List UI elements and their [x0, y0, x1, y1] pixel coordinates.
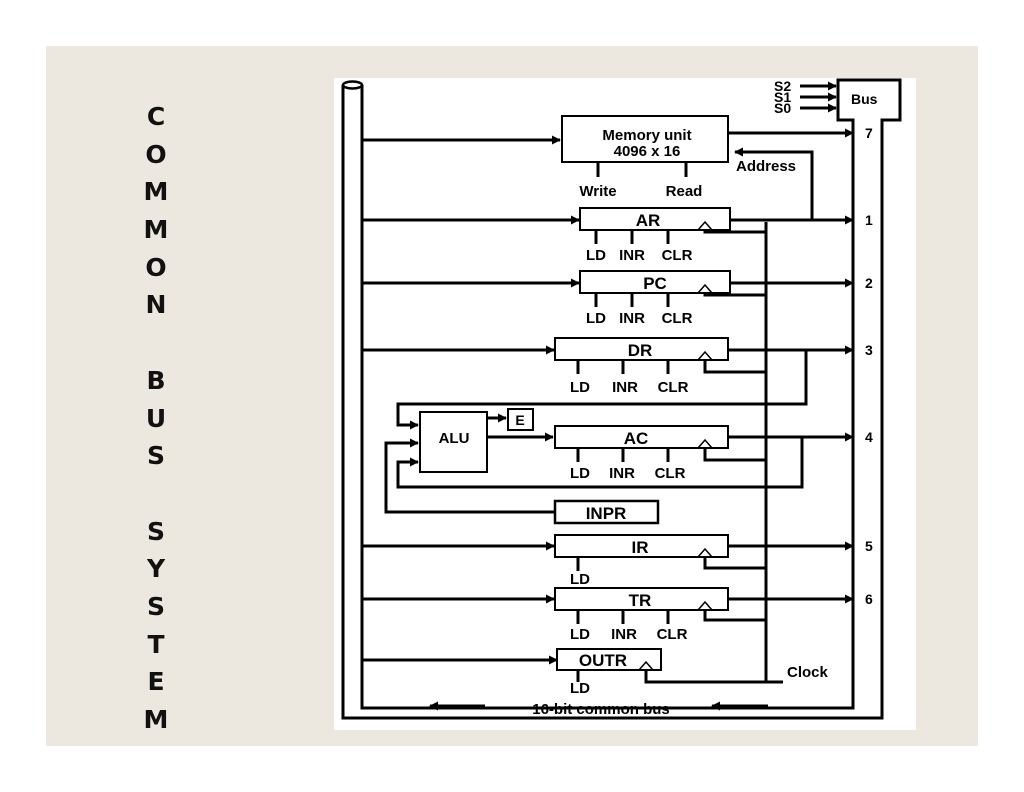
svg-text:6: 6	[865, 591, 873, 607]
title-letter: Y	[146, 554, 166, 584]
title-letter: E	[147, 667, 165, 697]
svg-text:LD: LD	[570, 571, 590, 588]
svg-text:LD: LD	[570, 626, 590, 643]
svg-text:1: 1	[865, 212, 873, 228]
svg-text:4096 x 16: 4096 x 16	[614, 143, 681, 160]
svg-text:5: 5	[865, 538, 873, 554]
svg-text:E: E	[515, 412, 524, 428]
register-dr: DR LD INR CLR	[554, 337, 729, 396]
svg-text:CLR: CLR	[657, 626, 688, 643]
title-letter: C	[146, 102, 166, 131]
title-letter: S	[146, 591, 165, 621]
svg-text:CLR: CLR	[662, 310, 693, 327]
svg-text:LD: LD	[570, 465, 590, 482]
title-letter	[132, 475, 180, 513]
svg-text:AR: AR	[636, 211, 661, 230]
svg-text:CLR: CLR	[662, 247, 693, 264]
register-outr: OUTR LD	[556, 648, 662, 697]
bus-caption: 16-bit common bus	[429, 701, 768, 718]
register-ac: AC LD INR CLR	[554, 425, 729, 482]
bus-pipe-top	[341, 80, 364, 90]
register-tr: TR LD INR CLR	[554, 587, 729, 643]
title-letter: M	[143, 705, 169, 734]
svg-text:S2: S2	[774, 78, 791, 94]
svg-text:CLR: CLR	[655, 465, 686, 482]
title-letter: T	[147, 629, 165, 659]
title-letter	[132, 324, 180, 362]
svg-text:INR: INR	[619, 310, 645, 327]
title-letter: O	[145, 252, 167, 282]
svg-text:AC: AC	[624, 429, 649, 448]
svg-text:Memory unit: Memory unit	[602, 127, 691, 144]
svg-text:ALU: ALU	[439, 430, 470, 447]
svg-text:Read: Read	[666, 183, 703, 200]
title-letter: O	[145, 139, 167, 169]
svg-text:S0: S0	[774, 100, 791, 116]
svg-text:7: 7	[865, 125, 873, 141]
bus-numbers: 7 1 2 3 4 5 6	[865, 125, 873, 607]
svg-text:INR: INR	[619, 247, 645, 264]
svg-text:LD: LD	[586, 310, 606, 327]
title-letter: M	[143, 215, 169, 245]
title-letter: S	[146, 441, 165, 471]
svg-text:CLR: CLR	[658, 379, 689, 396]
svg-text:INR: INR	[611, 626, 637, 643]
svg-text:LD: LD	[586, 247, 606, 264]
svg-text:PC: PC	[643, 274, 667, 293]
svg-text:16-bit common bus: 16-bit common bus	[532, 701, 670, 718]
svg-text:Write: Write	[579, 183, 616, 200]
register-ar: AR LD INR CLR	[579, 207, 731, 264]
svg-text:IR: IR	[632, 538, 649, 557]
bus-select: S2 S1 S0 Bus	[774, 78, 878, 116]
common-bus-diagram: Memory unit 4096 x 16 Write Read Address…	[334, 78, 916, 730]
title-letter: S	[146, 516, 165, 546]
title-letter: U	[145, 403, 167, 433]
common-bus-line	[341, 78, 902, 720]
title-letter: B	[146, 365, 166, 395]
register-ir: IR LD	[554, 534, 729, 588]
svg-text:3: 3	[865, 342, 873, 358]
clock-label: Clock	[787, 664, 829, 681]
svg-text:INPR: INPR	[586, 504, 627, 523]
svg-text:LD: LD	[570, 379, 590, 396]
e-flag: E	[507, 408, 534, 431]
register-inpr: INPR	[553, 499, 660, 525]
alu: ALU	[419, 411, 488, 473]
svg-text:INR: INR	[609, 465, 635, 482]
title-letter: M	[143, 177, 169, 207]
svg-text:TR: TR	[629, 591, 652, 610]
svg-text:LD: LD	[570, 680, 590, 697]
vertical-slide-title: C O M M O N B U S S Y S T E M	[132, 98, 180, 739]
svg-text:4: 4	[865, 429, 873, 445]
svg-text:Bus: Bus	[851, 91, 878, 107]
memory-unit: Memory unit 4096 x 16 Write Read Address	[561, 115, 796, 200]
svg-text:Address: Address	[736, 158, 796, 175]
title-letter: N	[145, 290, 167, 320]
svg-text:2: 2	[865, 275, 873, 291]
svg-text:INR: INR	[612, 379, 638, 396]
svg-text:DR: DR	[628, 341, 653, 360]
svg-text:S1: S1	[774, 89, 791, 105]
svg-text:OUTR: OUTR	[579, 651, 627, 670]
register-pc: PC LD INR CLR	[579, 270, 731, 327]
